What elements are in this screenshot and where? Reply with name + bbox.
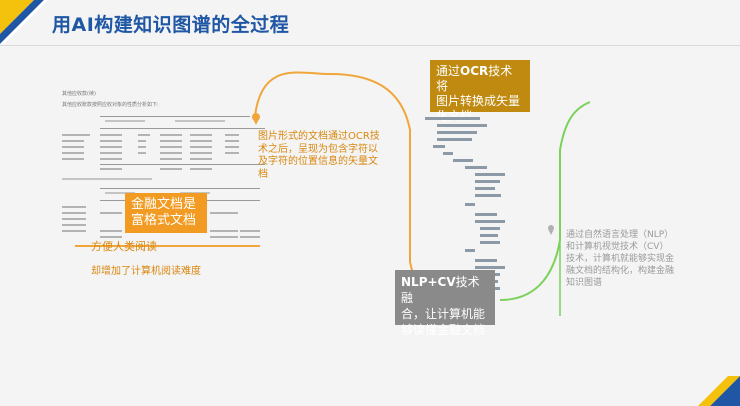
doc-table-caption: 其他应收账款按照应收对象的性质分析如下: xyxy=(62,102,159,108)
nlp-cv-description: 通过自然语言处理（NLP）和计算机视觉技术（CV）技术，计算机就能够实现金融文档… xyxy=(566,230,675,288)
ocr-box-l2: 图片转换成矢量 xyxy=(436,94,521,108)
image-ocr-description: 图片形式的文档通过OCR技术之后，呈现为包含字符以及字符的位置信息的矢量文档 xyxy=(258,131,380,180)
corner-decoration xyxy=(0,0,48,44)
ocr-box-ocr: OCR xyxy=(460,64,489,78)
ocr-box: 通过OCR技术将 图片转换成矢量 化文档 xyxy=(430,60,530,123)
nlp-box-l3: 够读懂金融文档 xyxy=(401,323,486,337)
corner-decoration-bottom xyxy=(698,376,740,406)
nlp-cv-box: NLP+CV技术融 合，让计算机能 够读懂金融文档 xyxy=(395,270,495,337)
ocr-box-l1: 通过 xyxy=(436,64,461,78)
machine-difficulty-label: 却增加了计算机阅读难度 xyxy=(91,266,201,277)
financial-document-thumbnail: 其他应收款(续) 其他应收账款按照应收对象的性质分析如下: xyxy=(60,91,265,242)
human-reading-label: 方便人类阅读 xyxy=(91,240,157,253)
json-vector-document xyxy=(425,115,545,305)
financial-doc-line1: 金融文档是 xyxy=(131,197,197,212)
nlp-box-l1b: 技术融 xyxy=(401,275,480,305)
page-title: 用AI构建知识图谱的全过程 xyxy=(52,14,290,36)
nlp-box-l1a: NLP+CV xyxy=(401,275,456,289)
gray-pin-icon xyxy=(548,225,554,235)
financial-doc-line2: 富格式文档 xyxy=(131,213,197,228)
header-divider xyxy=(0,45,740,46)
doc-section-title: 其他应收款(续) xyxy=(62,91,96,97)
location-pin-icon xyxy=(252,113,260,125)
financial-doc-box: 金融文档是 富格式文档 xyxy=(125,193,207,233)
ocr-box-l1b: 技术将 xyxy=(436,64,513,93)
nlp-box-l2: 合，让计算机能 xyxy=(401,307,486,321)
